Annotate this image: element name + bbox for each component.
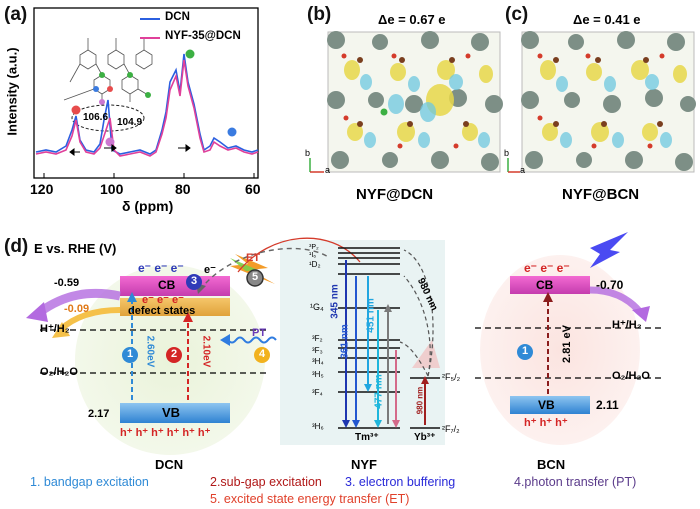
dcn-vb-label: VB (162, 405, 181, 420)
legend-2: 2.sub-gap excitation (210, 475, 322, 489)
nyf-level-1g4: ¹G₄ (310, 302, 324, 312)
wl-980-bottom: 980 nm (415, 386, 425, 415)
marker-pink-dot (105, 137, 115, 147)
axis-b-label: b (305, 148, 311, 158)
circle-1: 1 (127, 348, 134, 360)
dcn-cb-label: CB (158, 278, 176, 292)
tick-120: 120 (30, 181, 54, 197)
x-axis-label: δ (ppm) (122, 198, 174, 214)
marker-green-dot (185, 49, 195, 59)
panel-b-label: (b) (307, 4, 332, 25)
circle-2: 2 (171, 348, 178, 360)
y-axis-label: Intensity (a.u.) (4, 47, 20, 136)
annotation-106: 106.6 (83, 112, 109, 123)
axis-a-label-c: a (520, 165, 526, 175)
dcn-holes: h⁺ h⁺ h⁺ h⁺ h⁺ h⁺ (120, 427, 211, 439)
legend-5: 5. excited state energy transfer (ET) (210, 492, 410, 506)
annotation-104: 104.9 (117, 117, 143, 128)
nyf-level-3h4: ³H₄ (312, 357, 324, 366)
panel-b-delta: Δe = 0.67 e (378, 12, 446, 27)
panel-c-delta: Δe = 0.41 e (573, 12, 641, 27)
nyf-level-3h5: ³H₅ (312, 370, 324, 379)
yb-upper: ²F₅/₂ (442, 372, 461, 382)
dcn-gap1: 2.60eV (144, 335, 156, 368)
nyf-level-3p2: ³P₂ (309, 244, 319, 251)
legend-3: 3. electron buffering (345, 475, 456, 489)
legend-1: 1. bandgap excitation (30, 475, 149, 489)
dcn-defect-value: -0.09 (64, 303, 90, 315)
legend-nyf: NYF-35@DCN (165, 30, 241, 42)
et-label: ET (246, 252, 261, 264)
dcn-defect-label: defect states (128, 305, 196, 317)
bcn-h-level: H⁺/H₂ (612, 319, 642, 331)
dcn-defect-electrons: e⁻ e⁻ e⁻ (142, 294, 184, 306)
nyf-level-3f2: ³F₂ (312, 334, 323, 343)
nyf-level-1d2: ¹D₂ (309, 260, 321, 269)
nmr-spectrum (33, 7, 259, 179)
circle-5: 5 (252, 271, 259, 283)
legend-dcn: DCN (165, 11, 190, 23)
bcn-o-level: O₂/H₂O (612, 370, 650, 382)
bcn-vb-label: VB (538, 398, 555, 412)
bcn-electrons: e⁻ e⁻ e⁻ (524, 261, 570, 275)
panel-c-caption: NYF@BCN (562, 186, 640, 203)
dcn-electrons: e⁻ e⁻ e⁻ (138, 261, 184, 275)
wl-345: 345 nm (329, 284, 341, 319)
wl-477: 477 nm (373, 374, 385, 409)
axis-a-label: a (325, 165, 331, 175)
legend-4: 4.photon transfer (PT) (514, 475, 637, 489)
wl-980-top: 980 nm (414, 276, 440, 313)
panel-d-label: (d) (4, 236, 29, 257)
bcn-cb-value: -0.70 (596, 278, 624, 292)
circle-4: 4 (259, 348, 266, 360)
dcn-e-marker: e⁻ (204, 264, 216, 276)
bcn-holes: h⁺ h⁺ h⁺ (524, 417, 568, 429)
tick-60: 60 (245, 181, 261, 197)
circle-3: 3 (191, 275, 198, 287)
tick-80: 80 (175, 181, 191, 197)
dcn-name: DCN (155, 457, 184, 472)
yb-lower: ²F₇/₂ (442, 424, 460, 434)
bcn-gap: 2.81 eV (560, 325, 573, 363)
bcn-name: BCN (537, 457, 566, 472)
wl-361: 361 nm (339, 324, 351, 359)
dcn-vb-value: 2.17 (88, 408, 110, 420)
dcn-h-level: H⁺/H₂ (40, 323, 70, 335)
panel-c-label: (c) (505, 4, 529, 25)
series-dcn (35, 53, 259, 155)
marker-blue-dot (227, 127, 237, 137)
nyf-level-1i6: ¹I₆ (309, 252, 317, 259)
marker-red-dot (71, 105, 81, 115)
dcn-cb-value: -0.59 (54, 277, 80, 289)
molecule-structure-icon (63, 38, 153, 102)
nyf-level-3f4: ³F₄ (312, 388, 323, 397)
dcn-o-level: O₂/H₂O (40, 366, 78, 378)
tick-100: 100 (100, 181, 124, 197)
panel-b-caption: NYF@DCN (356, 186, 434, 203)
nyf-level-3f3: ³F₃ (312, 346, 323, 355)
nyf-name: NYF (351, 457, 377, 472)
nyf-level-3h6: ³H₆ (312, 422, 324, 431)
bcn-cb-label: CB (536, 278, 554, 292)
pt-label: PT (252, 327, 267, 339)
yb-label: Yb³⁺ (414, 432, 436, 443)
axis-b-label-c: b (504, 148, 510, 158)
bcn-vb-value: 2.11 (596, 398, 619, 412)
series-nyf (35, 59, 259, 157)
circle-1-bcn: 1 (522, 345, 529, 357)
tm-label: Tm³⁺ (355, 432, 379, 443)
dcn-gap2: 2.10eV (200, 335, 212, 368)
panel-a-label: (a) (4, 4, 28, 25)
wl-451: 451 nm (365, 298, 377, 333)
d-title: E vs. RHE (V) (34, 241, 117, 256)
